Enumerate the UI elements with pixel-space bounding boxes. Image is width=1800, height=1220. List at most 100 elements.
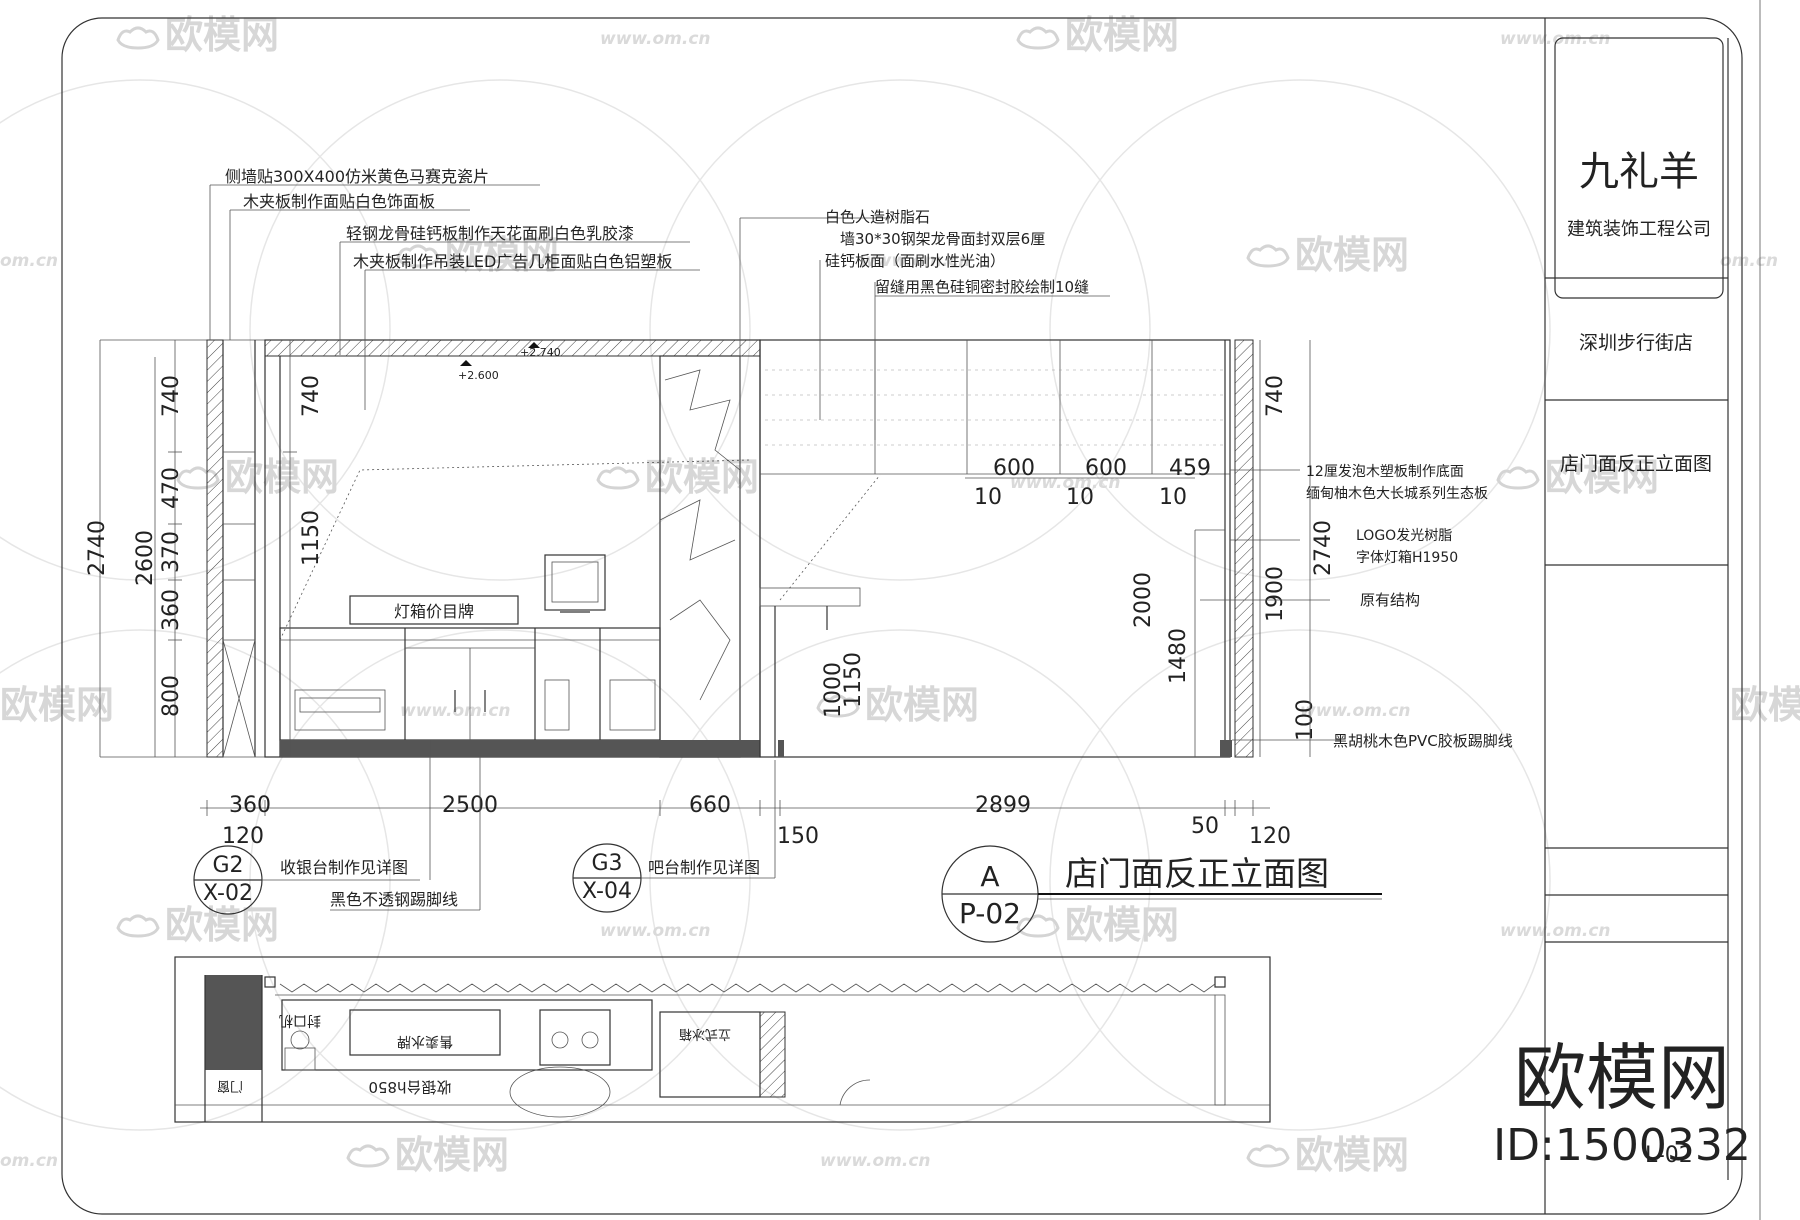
callout-g3-note: 吧台制作见详图	[648, 858, 760, 877]
dim-gap-10b: 10	[1066, 485, 1094, 510]
note-silicate-board: 硅钙板面（面刷水性光油）	[825, 252, 1005, 270]
dim-bottom-360: 360	[229, 793, 271, 818]
drawing-title-label: 店门面反正立面图	[1065, 854, 1329, 893]
note-gap-sealant: 留缝用黑色硅铜密封胶绘制10缝	[875, 278, 1089, 296]
note-original-structure: 原有结构	[1360, 591, 1420, 609]
storefront-right-bay	[759, 339, 1231, 758]
company-subtitle: 建筑装饰工程公司	[1567, 219, 1711, 240]
watermark-brand: 欧模网	[165, 903, 279, 947]
plan-outline	[174, 956, 1271, 1123]
watermark-big-brand: 欧模网	[1514, 1036, 1730, 1120]
dim-bottom-120b: 120	[1249, 824, 1291, 849]
monitor	[544, 554, 606, 611]
note-logo-resin: LOGO发光树脂	[1356, 528, 1452, 544]
plan-fridge	[659, 1011, 761, 1098]
note-veneer-board: 木夹板制作面贴白色饰面板	[243, 192, 435, 211]
note-ceiling: 轻钢龙骨硅钙板制作天花面刷白色乳胶漆	[346, 224, 634, 243]
sheet-number: L-02	[1645, 1143, 1693, 1168]
drawing-name: 店门面反正立面图	[1560, 453, 1712, 475]
dim-left-seg: 470	[159, 467, 184, 509]
callout-g2-note: 收银台制作见详图	[280, 858, 408, 877]
note-teak-board: 缅甸柚木色大长城系列生态板	[1306, 485, 1488, 502]
plan-column	[205, 975, 262, 1070]
watermark-url: www.om.cn	[820, 1151, 931, 1171]
dim-left-seg: 740	[159, 375, 184, 417]
dim-inner-1150: 1150	[299, 510, 324, 566]
dim-right-2740: 2740	[1311, 520, 1336, 576]
dim-right-740: 740	[1263, 375, 1288, 417]
dim-mid-1000: 1000	[821, 662, 846, 718]
watermark-url: om.cn	[0, 251, 58, 271]
watermark-brand: 欧模网	[865, 683, 979, 727]
note-pvc-skirting: 黑胡桃木色PVC胶板踢脚线	[1333, 732, 1513, 750]
watermark-brand: 欧模网	[1295, 1133, 1409, 1177]
plan-view: 售卖水牌 封口机 收银台h850 门窗 立式冰箱	[174, 956, 1271, 1123]
callout-g2-top: G2	[212, 853, 243, 878]
dim-left-inner: 2600	[133, 530, 158, 586]
watermark-id-block: 欧模网 ID:1500332	[1493, 1036, 1751, 1171]
callout-g3-bottom: X-04	[582, 879, 632, 904]
watermark-brand: 欧模网	[395, 1133, 509, 1177]
storefront-left-bay	[264, 339, 761, 758]
note-resin-stone: 白色人造树脂石	[825, 208, 930, 226]
level-ceiling: +2.600	[458, 369, 499, 382]
plan-sink	[539, 1009, 611, 1066]
watermark-brand: 欧模网	[1065, 903, 1179, 947]
dimensions: 2740 2600 740 470 370 360 800 740 1150 1…	[85, 340, 1336, 849]
watermark-brand: 欧模网	[1295, 233, 1409, 277]
dim-inner-740: 740	[299, 375, 324, 417]
lightbox-label: 灯箱价目牌	[394, 602, 474, 621]
watermark-url: om.cn	[0, 1151, 58, 1171]
callouts: G2 X-02 收银台制作见详图 黑色不透钢踢脚线 G3 X-04 吧台制作见详…	[193, 740, 776, 915]
watermark-brand: 欧模网	[225, 455, 339, 499]
dim-mid-1150: 1150	[841, 652, 866, 708]
dim-panel-600b: 600	[1085, 456, 1127, 481]
dim-bottom-150: 150	[777, 824, 819, 849]
dim-bottom-660: 660	[689, 793, 731, 818]
dim-panel-459: 459	[1169, 456, 1211, 481]
watermarks: 欧模网 www.om.cn 欧模网 www.om.cn om.cn 欧模网 ww…	[0, 13, 1800, 1177]
callout-g3-top: G3	[591, 851, 622, 876]
watermark-brand: 欧模网	[165, 13, 279, 57]
dim-left-total: 2740	[85, 520, 110, 576]
dim-bottom-2500: 2500	[442, 793, 498, 818]
lightbox-sign	[349, 595, 519, 625]
watermark-brand: 欧模网	[0, 683, 114, 727]
watermark-url: www.om.cn	[600, 921, 711, 941]
sheet-border	[61, 17, 1743, 1215]
watermark-brand: 欧模网	[1065, 13, 1179, 57]
black-kickboard	[280, 740, 760, 757]
plan-fridge-label: 立式冰箱	[679, 1026, 731, 1042]
dim-gap-10c: 10	[1159, 485, 1187, 510]
dim-gap-10a: 10	[974, 485, 1002, 510]
watermark-url: www.om.cn	[600, 29, 711, 49]
plan-counter-label: 收银台h850	[368, 1078, 451, 1096]
watermark-url: www.om.cn	[1500, 921, 1611, 941]
watermark-brand: 欧模网	[1545, 455, 1659, 499]
plan-door-label: 门窗	[217, 1078, 243, 1094]
watermark-brand: 欧模网	[645, 455, 759, 499]
plan-ice-label: 售卖水牌	[397, 1033, 453, 1050]
callout-g2-bottom: X-02	[203, 881, 253, 906]
note-wpc-board: 12厘发泡木塑板制作底面	[1306, 464, 1464, 480]
callout-g2-note2: 黑色不透钢踢脚线	[330, 890, 458, 909]
title-marker-bottom: P-02	[959, 897, 1021, 930]
dim-right-1900: 1900	[1263, 566, 1288, 622]
dim-bottom-50: 50	[1191, 814, 1219, 839]
watermark-url: www.om.cn	[1300, 701, 1411, 721]
company-name: 九礼羊	[1579, 149, 1699, 195]
level-top: +2.740	[520, 346, 561, 359]
bar-counter	[759, 587, 861, 607]
dim-right-1480: 1480	[1166, 628, 1191, 684]
right-wall-section	[1234, 339, 1254, 758]
marble-panel	[659, 355, 741, 758]
plan-counter	[281, 999, 653, 1071]
dim-right-2000: 2000	[1131, 572, 1156, 628]
dim-left-seg: 370	[159, 531, 184, 573]
watermark-url: www.om.cn	[860, 251, 971, 271]
title-marker-top: A	[980, 860, 999, 893]
dim-right-100: 100	[1293, 699, 1318, 741]
elevation-view: +2.740 +2.600 灯箱价目牌	[100, 339, 1254, 758]
drawing-title: A P-02 店门面反正立面图	[941, 845, 1382, 943]
plan-chair	[509, 1066, 611, 1118]
